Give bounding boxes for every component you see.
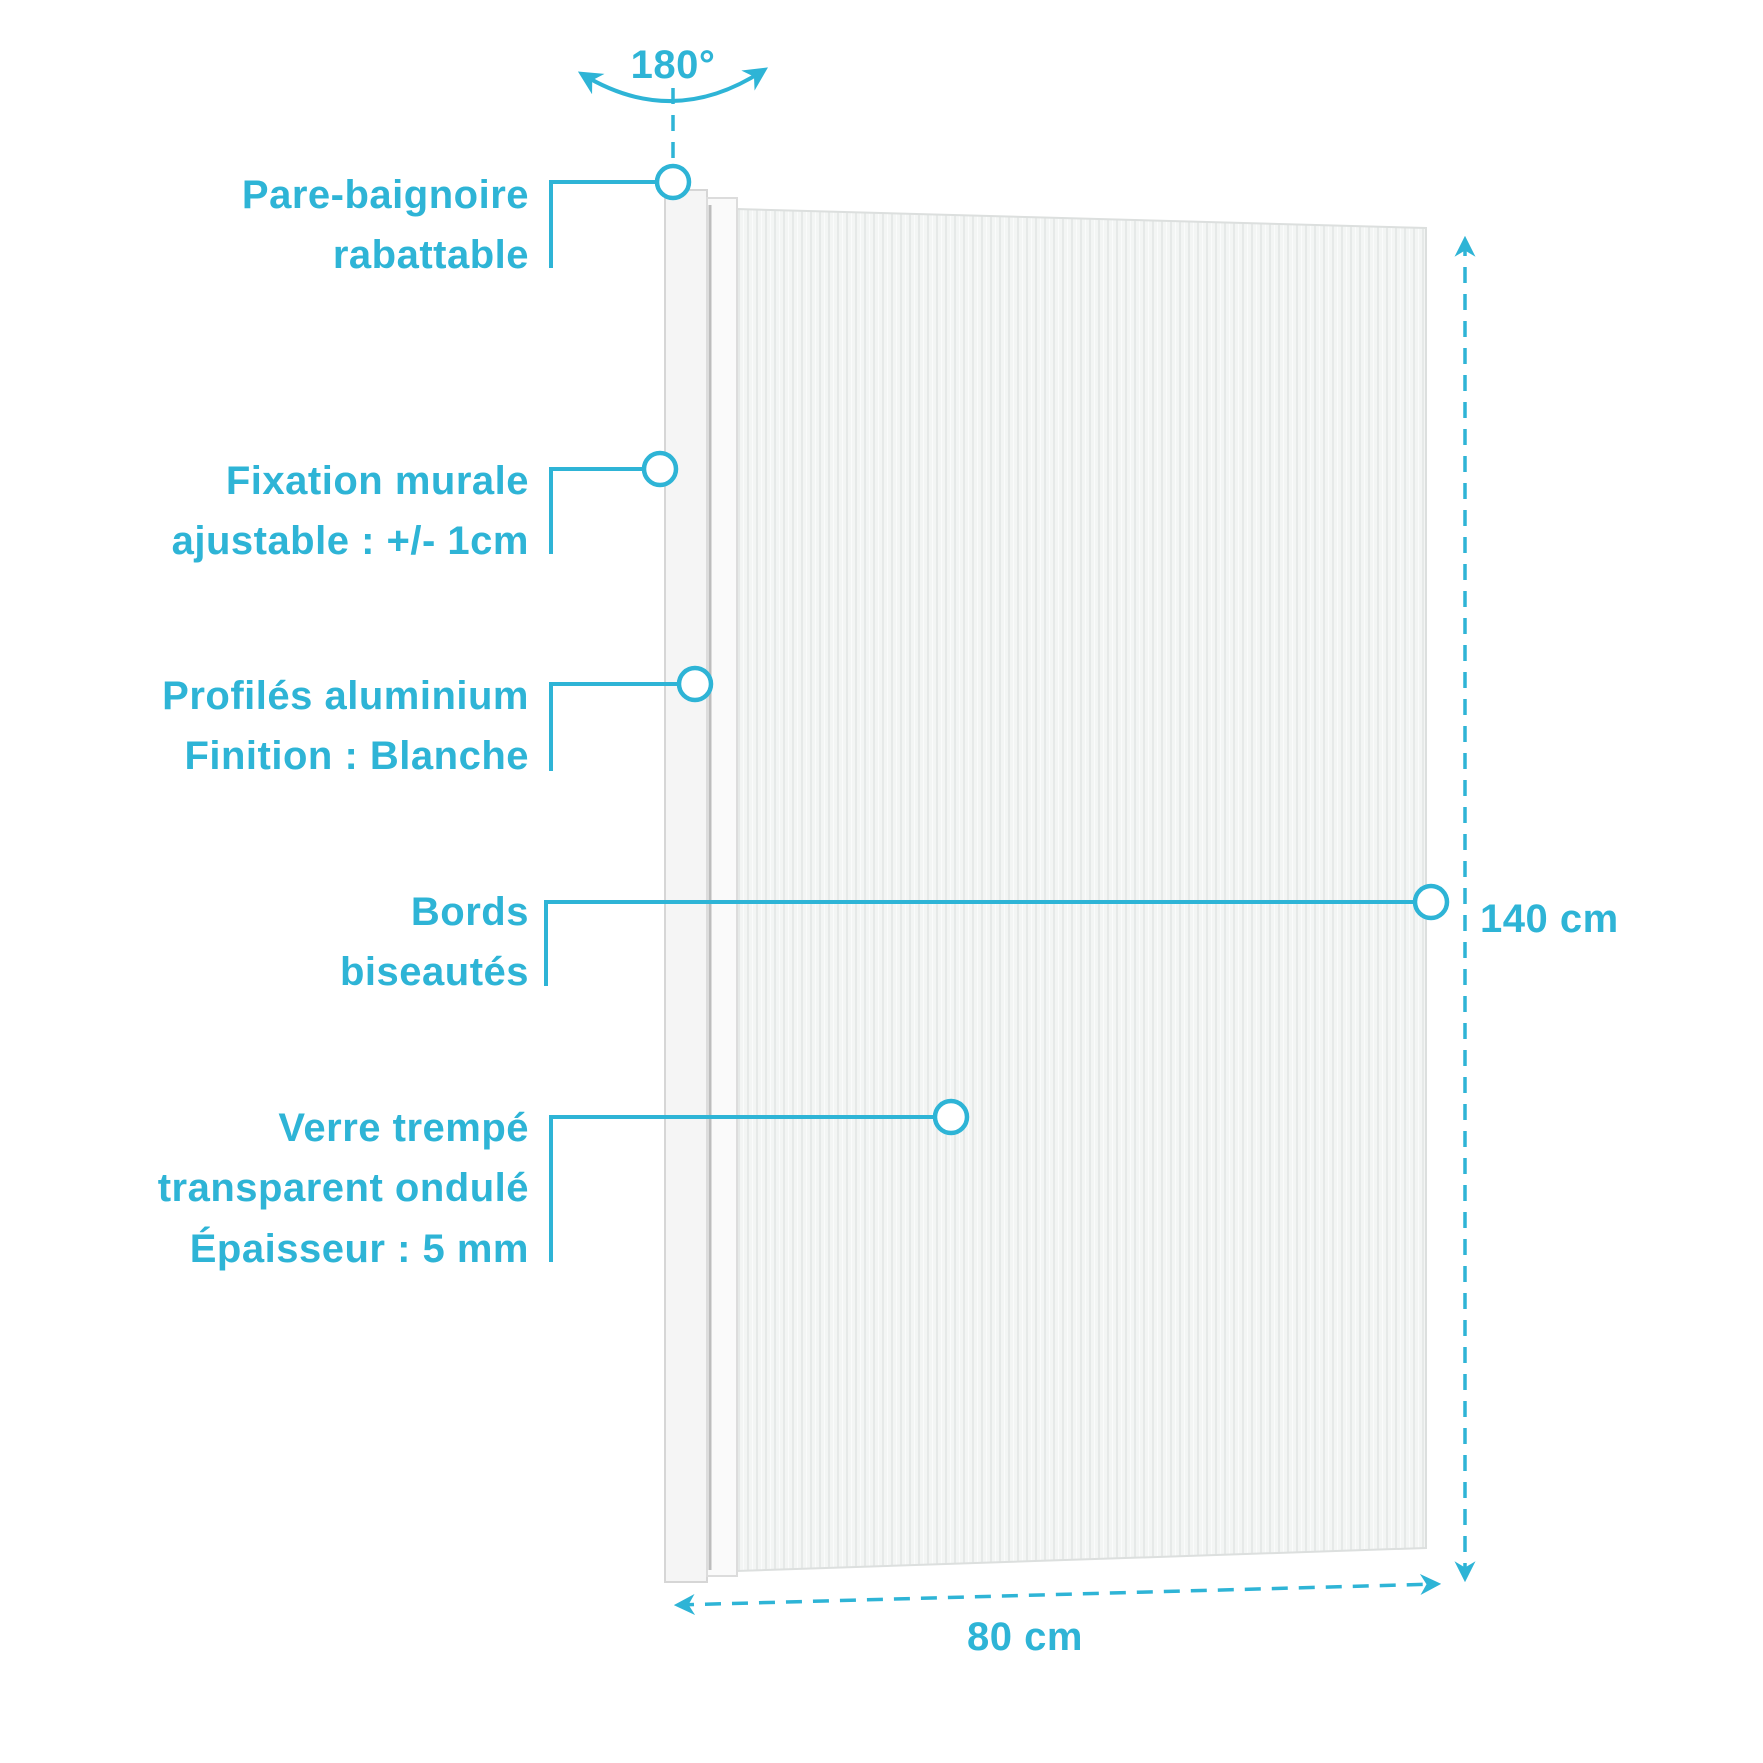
callout-text: Fixation murale <box>226 459 529 503</box>
callout-dot <box>641 450 679 488</box>
callout-text: Bords <box>411 890 529 934</box>
callout-text: Finition : Blanche <box>184 734 529 778</box>
callout-text: Pare-baignoire <box>242 173 529 217</box>
callout-fixation-murale: Fixation murale ajustable : +/- 1cm <box>172 450 679 563</box>
callout-pare-baignoire: Pare-baignoire rabattable <box>242 163 692 277</box>
callout-bords: Bords biseautés <box>340 883 1450 994</box>
callout-profiles: Profilés aluminium Finition : Blanche <box>162 665 714 778</box>
callout-dot <box>932 1098 970 1136</box>
callout-text: Verre trempé <box>278 1106 529 1150</box>
callout-text: Profilés aluminium <box>162 674 529 718</box>
callout-dot <box>654 163 692 201</box>
callout-text: biseautés <box>340 950 529 994</box>
glass-panel <box>736 207 1427 1573</box>
height-label: 140 cm <box>1480 897 1619 941</box>
callout-dot <box>1412 883 1450 921</box>
wall-profile <box>664 189 708 1583</box>
callout-text: rabattable <box>333 233 529 277</box>
callout-text: ajustable : +/- 1cm <box>172 519 529 563</box>
callout-verre: Verre trempé transparent ondulé Épaisseu… <box>158 1098 970 1271</box>
rotation-label: 180° <box>631 43 716 87</box>
width-dimension-line <box>673 1573 1442 1616</box>
glass-profile <box>706 197 738 1577</box>
callout-text: transparent ondulé <box>158 1166 529 1210</box>
callout-text: Épaisseur : 5 mm <box>190 1226 529 1271</box>
callout-dot <box>676 665 714 703</box>
width-label: 80 cm <box>967 1615 1083 1659</box>
